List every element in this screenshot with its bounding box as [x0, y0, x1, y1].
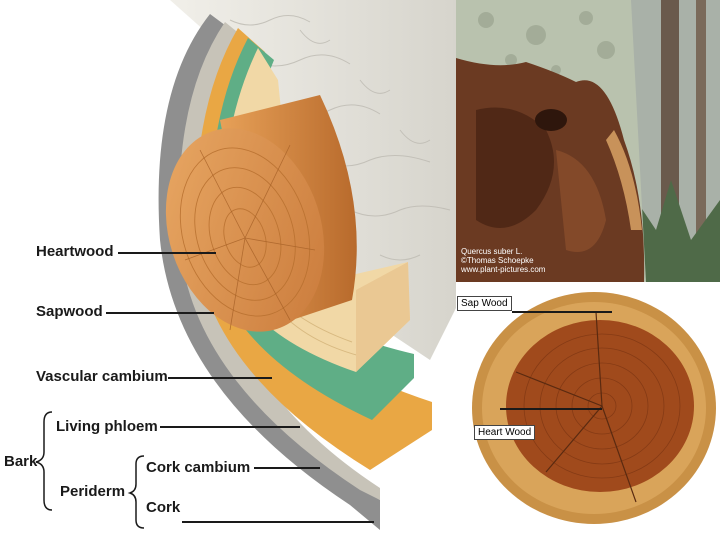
periderm-label: Periderm [60, 483, 126, 500]
living-phloem-layer [195, 28, 432, 470]
cork-cambium-leader [254, 467, 320, 469]
cork-label: Cork [146, 499, 181, 516]
cork-leader [182, 521, 374, 523]
periderm-brace [127, 455, 145, 529]
living-phloem-leader [160, 426, 300, 428]
bark-label: Bark [4, 453, 38, 470]
wood-cross-section-photo [456, 282, 720, 540]
living-phloem-label: Living phloem [56, 418, 158, 435]
heartwood-face [165, 128, 325, 332]
vascular-cambium-leader [168, 377, 272, 379]
heartwood-leader [118, 252, 216, 254]
photo-caption-species: Quercus suber L. [461, 247, 523, 256]
heartwood-core [506, 320, 694, 492]
cork-oak-bark-photo [456, 0, 720, 282]
photo-caption-credit: ©Thomas Schoepke [461, 256, 534, 265]
sap-wood-tag: Sap Wood [457, 296, 512, 311]
cork-cambium-label: Cork cambium [146, 459, 251, 476]
bark-brace [35, 411, 53, 511]
sapwood-leader [106, 312, 214, 314]
heart-wood-tag: Heart Wood [474, 425, 536, 440]
heart-wood-pointer [500, 408, 602, 410]
log-cutaway-illustration [35, 0, 460, 530]
sapwood-label: Sapwood [36, 303, 103, 320]
heartwood-label: Heartwood [36, 243, 114, 260]
sap-wood-pointer [512, 311, 612, 313]
photo-caption-site: www.plant-pictures.com [461, 265, 546, 274]
vascular-cambium-label: Vascular cambium [36, 368, 168, 385]
